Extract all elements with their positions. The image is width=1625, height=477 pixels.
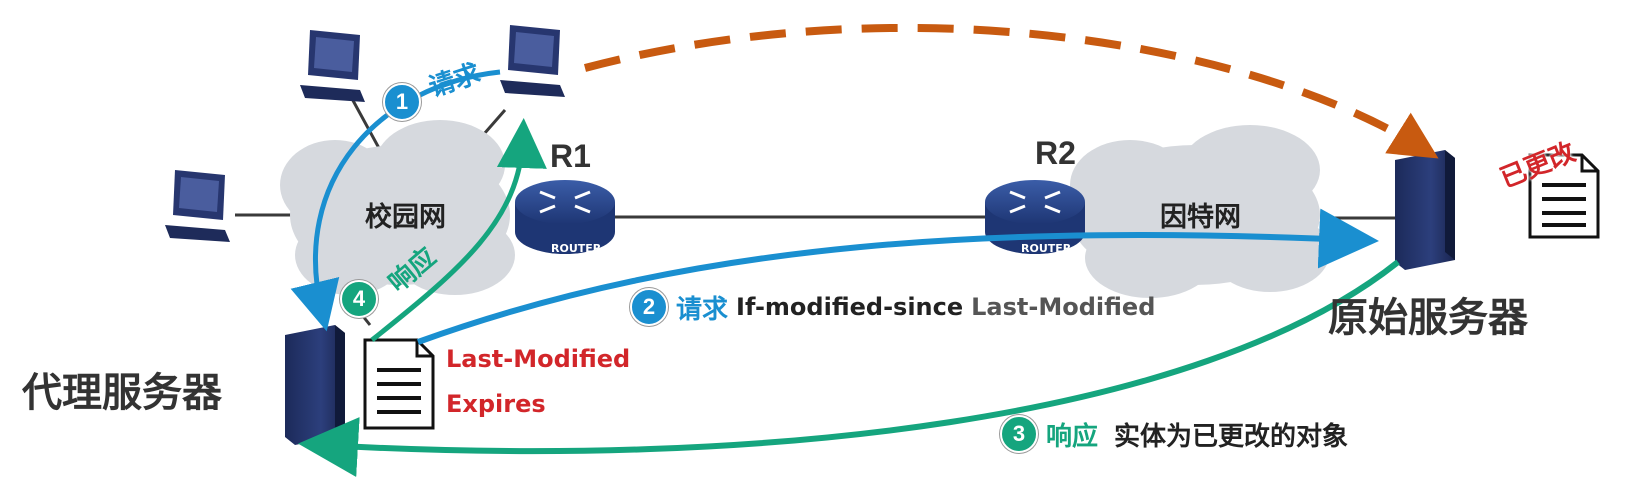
- step-3-label: 响应: [1046, 421, 1099, 452]
- internet-label: 因特网: [1160, 202, 1241, 233]
- response-arrow-4: [370, 118, 547, 342]
- doc-header-last-modified: Last-Modified: [446, 345, 631, 373]
- document-icon: [363, 338, 435, 430]
- doc-header-expires: Expires: [446, 390, 546, 418]
- step-2-badge: 2: [630, 288, 668, 326]
- r2-label: R2: [1035, 135, 1076, 171]
- if-modified-since-header: If-modified-since: [736, 293, 964, 321]
- proxy-server-icon: [285, 325, 345, 445]
- document-icon: [1528, 153, 1600, 239]
- step-2-row: 2 请求 If-modified-since Last-Modified: [630, 288, 1155, 326]
- computer-icon: [500, 25, 565, 97]
- origin-server-label: 原始服务器: [1328, 295, 1528, 341]
- request-arrow-2: [416, 208, 1379, 345]
- computer-icon: [165, 170, 230, 242]
- origin-server-icon: [1395, 150, 1455, 270]
- response-arrow-3: [298, 259, 1400, 477]
- step-4-badge: 4: [340, 280, 378, 318]
- proxy-server-label: 代理服务器: [22, 370, 222, 416]
- step-3-description: 实体为已更改的对象: [1114, 421, 1349, 452]
- router-r1-icon: [515, 180, 615, 254]
- step-1-badge: 1: [383, 83, 421, 121]
- computer-icon: [300, 30, 365, 102]
- request-arrow-1: [290, 69, 501, 332]
- orange-dashed-arrow: [583, 23, 1439, 159]
- step-2-label: 请求: [676, 294, 729, 325]
- step-3-badge: 3: [1000, 415, 1038, 453]
- router-r1-tag: ROUTER: [551, 242, 602, 255]
- step-3-row: 3 响应 实体为已更改的对象: [1000, 415, 1348, 453]
- campus-network-label: 校园网: [365, 202, 446, 233]
- last-modified-value: Last-Modified: [971, 293, 1156, 321]
- router-r2-tag: ROUTER: [1021, 242, 1072, 255]
- r1-label: R1: [550, 138, 591, 174]
- router-r2-icon: [985, 180, 1085, 254]
